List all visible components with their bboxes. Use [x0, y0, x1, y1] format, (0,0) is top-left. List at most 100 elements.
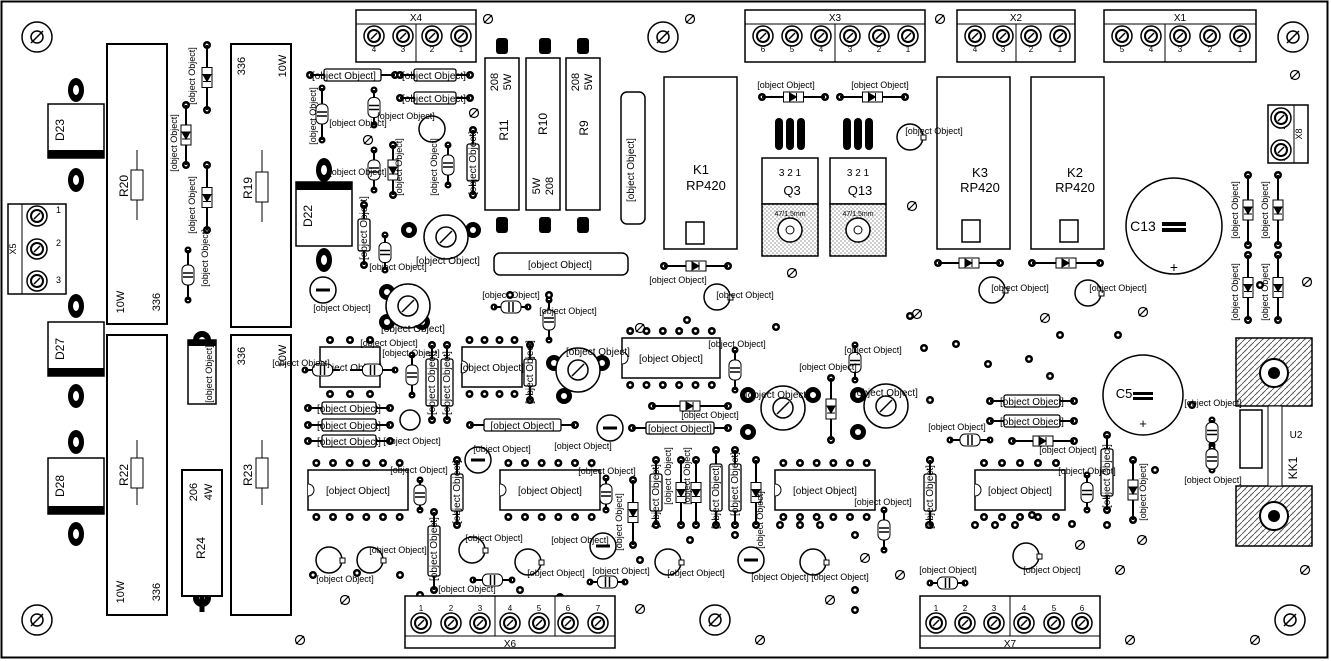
- cap-body: [848, 352, 862, 373]
- screw-terminal: [1013, 612, 1035, 634]
- label-4: 4: [1022, 604, 1027, 613]
- large-pad-hole: [73, 301, 79, 311]
- pad-hole: [677, 329, 681, 333]
- svg-text:R24: R24: [194, 537, 208, 559]
- svg-text:R10: R10: [536, 113, 550, 135]
- screw-terminal: [752, 25, 774, 47]
- vias: [294, 13, 1313, 646]
- solder-point-hole: [993, 523, 997, 527]
- svg-text:5W: 5W: [502, 73, 514, 90]
- mounting-holes: [21, 21, 1309, 636]
- label-[object object]: [object Object]: [799, 362, 857, 372]
- diode-symbol: [789, 92, 798, 102]
- svg-text:[object Object]: [object Object]: [460, 363, 524, 374]
- via: [1301, 276, 1313, 288]
- cap-body: [877, 519, 891, 541]
- resistor-body: [413, 68, 457, 82]
- screw-terminal: [810, 25, 832, 47]
- pad-hole: [645, 383, 648, 387]
- pad-hole: [694, 383, 697, 387]
- resistor-body: [413, 91, 457, 105]
- components: [180, 45, 1284, 590]
- cap-body: [1205, 422, 1219, 443]
- label-[object object]: [object Object]: [539, 306, 597, 316]
- diode-symbol: [181, 131, 191, 141]
- c13-plate: [1162, 222, 1186, 226]
- pad-hole: [982, 461, 986, 465]
- pot-pad-hole: [551, 360, 557, 366]
- solder-point-hole: [1030, 513, 1034, 517]
- large-pad: [577, 217, 589, 233]
- label-[object object]: [object Object]: [614, 493, 624, 551]
- label-[object object]: [object Object]: [369, 262, 427, 272]
- pot-vr1-body: [418, 115, 446, 143]
- svg-text:K2: K2: [1067, 165, 1083, 180]
- via: [824, 594, 836, 606]
- resistor-body: [357, 218, 371, 252]
- transistor-tab: [920, 134, 927, 141]
- label-[object object]: [object Object]: [482, 290, 540, 300]
- via: [1074, 539, 1086, 551]
- label-[object object]: [object Object]: [402, 94, 466, 105]
- label-3: 3: [848, 45, 853, 54]
- svg-text:R20: R20: [117, 175, 131, 197]
- label-[object object]: [object Object]: [578, 466, 636, 476]
- pad-hole: [590, 515, 594, 519]
- label-[object object]: [object Object]: [663, 447, 673, 505]
- pad-hole: [1018, 461, 1022, 465]
- solder-point-hole: [1070, 522, 1074, 526]
- solder-point-hole: [685, 318, 689, 322]
- screw-terminal: [1043, 612, 1065, 634]
- screw-terminal: [410, 612, 432, 634]
- label-1: 1: [1238, 45, 1243, 54]
- label-[object object]: [object Object]: [312, 71, 376, 82]
- large-pad: [496, 217, 508, 233]
- pad-hole: [1054, 461, 1058, 465]
- relay-coil: [685, 221, 705, 245]
- label-3: 3: [478, 604, 483, 613]
- cap-symbol: [407, 372, 417, 378]
- resistor-r12-body: [620, 91, 646, 225]
- transistor-lead: [775, 118, 783, 150]
- cap-symbol: [944, 578, 951, 588]
- label-3: 3: [992, 604, 997, 613]
- pot-slot: [571, 363, 585, 377]
- label-6: 6: [1080, 604, 1085, 613]
- diode-symbol: [868, 92, 877, 102]
- label-[object object]: [object Object]: [681, 410, 739, 420]
- pot-slot: [776, 401, 790, 415]
- pad-hole: [328, 338, 332, 342]
- svg-text:10W: 10W: [277, 54, 289, 77]
- connector-x7-label: X7: [1004, 639, 1017, 650]
- transistor-lead: [786, 118, 794, 150]
- diode-d28: D28: [47, 457, 105, 515]
- screw-terminal: [1140, 25, 1162, 47]
- label-[object object]: [object Object]: [316, 574, 374, 584]
- transistor-tab: [339, 557, 346, 564]
- cap-body: [378, 242, 392, 263]
- solder-point-hole: [688, 538, 692, 542]
- pot-pad-hole: [599, 360, 605, 366]
- svg-text:R11: R11: [497, 119, 511, 140]
- resistor-body: [1100, 448, 1114, 497]
- screw-terminal: [528, 612, 550, 634]
- screw-terminal: [440, 612, 462, 634]
- pad-hole: [645, 329, 648, 333]
- label-[object object]: [object Object]: [711, 465, 722, 529]
- pad-hole: [314, 515, 318, 519]
- via: [294, 634, 306, 646]
- label-[object object]: [object Object]: [200, 229, 210, 287]
- label-6: 6: [761, 45, 766, 54]
- regulator-u2: U2 KK1: [1235, 337, 1313, 547]
- svg-text:[object Object]: [object Object]: [318, 363, 382, 374]
- label-[object object]: [object Object]: [329, 118, 387, 128]
- resistor-r10: R10 5W 208: [525, 57, 561, 211]
- diode-symbol: [202, 74, 212, 83]
- solder-point-hole: [853, 608, 857, 612]
- transistor-tab: [678, 559, 685, 566]
- cap-symbol: [369, 104, 379, 111]
- label-[object object]: [object Object]: [730, 452, 741, 516]
- transistor-lead: [843, 118, 851, 150]
- transistor-tab: [482, 547, 489, 554]
- svg-text:R23: R23: [241, 464, 255, 486]
